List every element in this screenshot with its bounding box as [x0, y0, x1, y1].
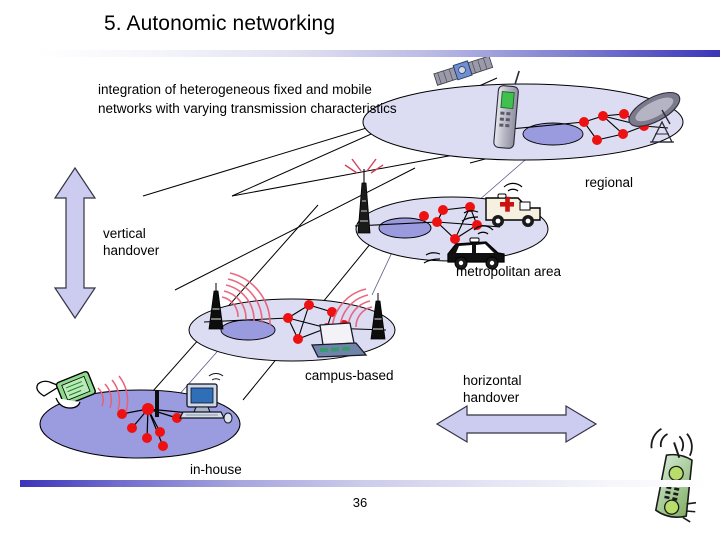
- desktop-computer-icon: [179, 372, 233, 424]
- layer-inhouse: [39, 389, 241, 459]
- page-number: 36: [352, 495, 368, 510]
- radio-tower-icon: [344, 158, 384, 234]
- network-nodes-campus: [283, 300, 349, 344]
- satellite-icon: [433, 55, 494, 86]
- top-accent-rule: [38, 50, 720, 57]
- antenna-tower-icon: [208, 272, 271, 330]
- network-nodes-regional: [579, 109, 649, 145]
- body-text: integration of heterogeneous fixed and m…: [98, 82, 397, 116]
- label-horizontal-handover: horizontal handover: [463, 373, 522, 405]
- network-nodes-metro: [419, 202, 482, 244]
- ambulance-icon: [461, 182, 541, 227]
- label-vertical-handover: vertical handover: [103, 226, 160, 258]
- label-campus-based: campus-based: [305, 368, 394, 383]
- mobile-phone-icon: [493, 70, 520, 149]
- layer-campus: [188, 298, 396, 362]
- handheld-pda-icon: [36, 370, 129, 413]
- double-arrow-vertical-icon: [53, 166, 97, 320]
- label-regional: regional: [585, 175, 634, 190]
- network-nodes-inhouse: [117, 403, 182, 451]
- layer-connector-lines: [142, 77, 641, 414]
- label-metropolitan-area: metropolitan area: [456, 264, 562, 279]
- page-title: 5. Autonomic networking: [104, 12, 336, 35]
- layer-regional: [362, 83, 684, 161]
- layer-metropolitan: [354, 196, 549, 262]
- label-in-house: in-house: [190, 462, 242, 477]
- laptop-icon: [310, 322, 368, 358]
- satellite-dish-icon: [628, 91, 681, 143]
- bottom-accent-rule: [20, 480, 710, 487]
- network-links-inhouse: [121, 408, 201, 447]
- double-arrow-horizontal-icon: [435, 404, 598, 444]
- antenna-tower-icon: [331, 288, 386, 340]
